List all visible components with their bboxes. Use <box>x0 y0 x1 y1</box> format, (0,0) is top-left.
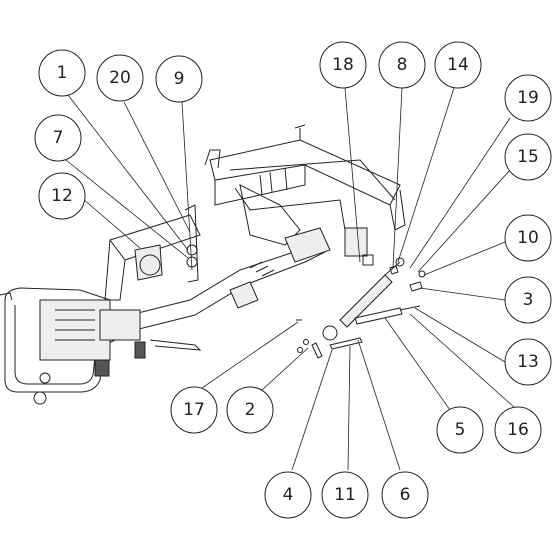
frame-left-post <box>204 149 221 169</box>
balloon-label: 1 <box>57 63 68 83</box>
pin-clip <box>389 265 399 275</box>
balloon-6: 6 <box>381 471 429 519</box>
spacer <box>362 254 374 266</box>
rear-frame-post <box>294 124 306 140</box>
balloon-label: 17 <box>183 400 205 420</box>
rear-frame-corner <box>389 189 406 231</box>
balloon-label: 18 <box>332 55 354 75</box>
balloon-10: 10 <box>504 214 552 262</box>
bumper-right-inner <box>79 347 97 385</box>
balloon-label: 7 <box>53 128 64 148</box>
balloon-4: 4 <box>264 471 312 519</box>
cotter-pin <box>303 339 309 345</box>
balloon-label: 19 <box>517 88 539 108</box>
hair-pin <box>311 342 323 359</box>
hydraulic-cylinder <box>339 274 393 328</box>
machine-frame <box>0 124 426 405</box>
bumper-left-inner <box>14 305 80 385</box>
pivot-bolt <box>186 244 198 256</box>
leader-lines <box>65 87 516 471</box>
balloon-label: 2 <box>245 400 256 420</box>
balloon-11: 11 <box>321 471 369 519</box>
rear-bracket <box>344 227 368 257</box>
balloon-1: 1 <box>38 49 86 97</box>
balloon-16: 16 <box>494 406 542 454</box>
balloon-3: 3 <box>504 276 552 324</box>
side-box <box>99 309 141 341</box>
balloon-9: 9 <box>155 55 203 103</box>
balloon-label: 9 <box>174 69 185 89</box>
spring-coils <box>249 261 275 277</box>
rod-eye <box>395 257 405 267</box>
balloon-label: 12 <box>51 186 73 206</box>
balloon-8: 8 <box>378 41 426 89</box>
washer <box>297 347 303 353</box>
deck-slats <box>55 309 95 341</box>
tow-ring <box>39 372 51 384</box>
bumper-top <box>4 287 111 301</box>
balloon-17: 17 <box>170 386 218 434</box>
tow-hook <box>33 391 47 405</box>
balloon-label: 16 <box>507 420 529 440</box>
balloon-label: 5 <box>455 420 466 440</box>
balloon-7: 7 <box>34 114 82 162</box>
balloon-label: 14 <box>447 55 469 75</box>
drive-coupler <box>284 227 331 263</box>
rod-tip <box>399 305 421 311</box>
threaded-rod <box>354 307 403 325</box>
front-crossbar <box>109 214 201 261</box>
rear-frame-crossbar <box>229 159 396 201</box>
balloon-label: 8 <box>397 55 408 75</box>
cylinder-rod <box>384 261 401 276</box>
bumper-left <box>4 300 80 393</box>
flat-bar <box>149 339 202 351</box>
balloon-14: 14 <box>434 41 482 89</box>
long-bolt <box>329 337 363 350</box>
front-wheel-hub <box>139 254 161 276</box>
balloon-19: 19 <box>504 74 552 122</box>
balloon-2: 2 <box>226 386 274 434</box>
balloon-label: 15 <box>517 147 539 167</box>
small-nut <box>418 270 426 278</box>
balloon-label: 3 <box>523 290 534 310</box>
balloon-13: 13 <box>504 338 552 386</box>
balloon-12: 12 <box>38 172 86 220</box>
tube-clamp <box>229 281 259 309</box>
front-leg <box>104 239 126 301</box>
rear-frame-side-rail <box>214 165 306 206</box>
bumper-end <box>0 292 13 301</box>
balloon-label: 4 <box>283 485 294 505</box>
balloon-20: 20 <box>96 54 144 102</box>
balloon-label: 13 <box>517 352 539 372</box>
balloon-label: 6 <box>400 485 411 505</box>
balloon-label: 10 <box>517 228 539 248</box>
balloon-18: 18 <box>319 41 367 89</box>
balloon-label: 11 <box>334 485 356 505</box>
small-washer <box>409 281 423 292</box>
hitch-block <box>94 359 110 377</box>
upright-post <box>184 204 199 283</box>
balloon-label: 20 <box>109 68 131 88</box>
cylinder-clevis <box>322 325 338 341</box>
frame-ribs <box>259 167 288 196</box>
balloon-15: 15 <box>504 133 552 181</box>
balloon-5: 5 <box>436 406 484 454</box>
rear-frame-lower-bar <box>234 187 346 231</box>
mount-block <box>134 341 146 359</box>
bumper-right <box>79 339 116 393</box>
